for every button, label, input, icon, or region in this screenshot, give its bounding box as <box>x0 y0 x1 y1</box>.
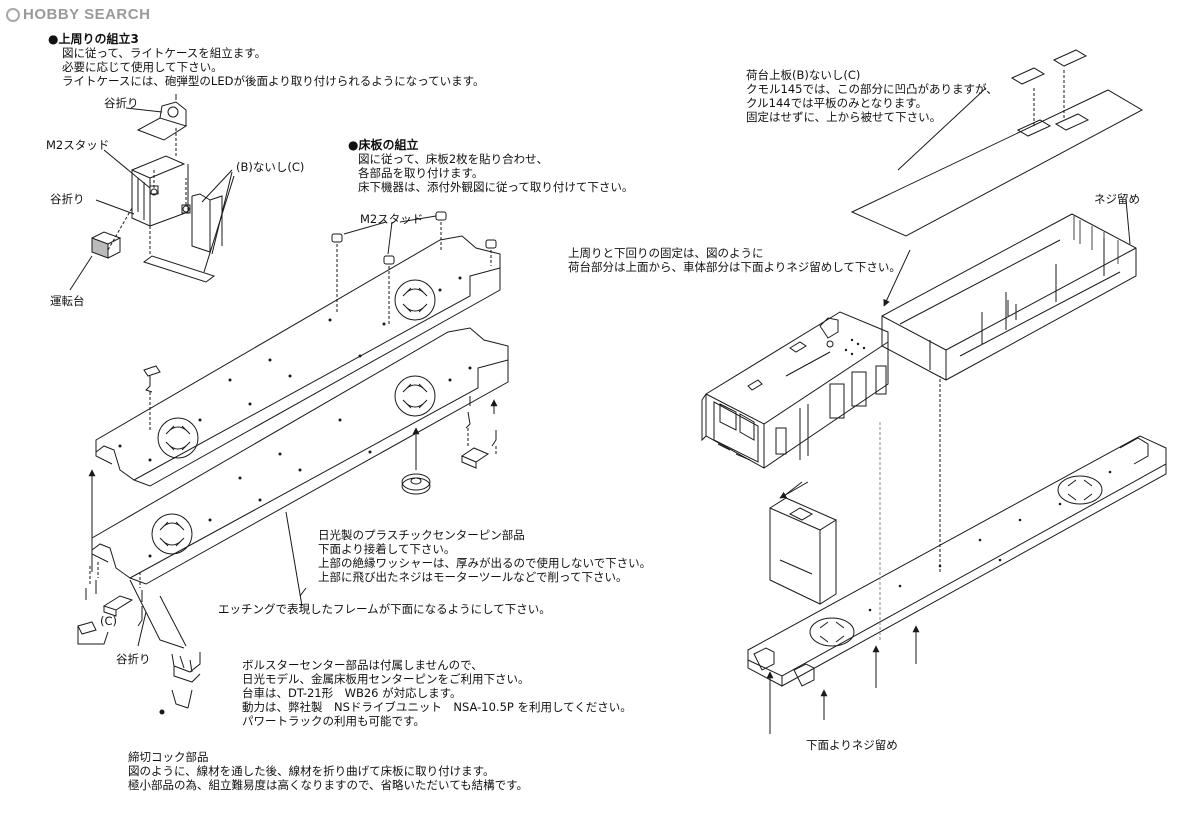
center-pin-line: 下面より接着して下さい。 <box>318 542 456 556</box>
valley-fold-label: 谷折り <box>116 652 151 666</box>
lower-left-parts <box>77 469 201 715</box>
hobby-search-logo-icon <box>6 8 20 22</box>
screw-label: ネジ留め <box>1094 192 1140 206</box>
cock-part-line: 極小部品の為、組立難易度は高くなりますので、省略いただいても結構です。 <box>128 778 528 792</box>
bolster-line: 日光モデル、金属床板用センターピンをご利用下さい。 <box>242 672 530 686</box>
floor-assembly-line: 床下機器は、添付外観図に従って取り付けて下さい。 <box>358 180 634 194</box>
center-pin-line: 日光製のプラスチックセンターピン部品 <box>318 528 525 542</box>
light-case-top-bracket <box>136 117 188 141</box>
fixing-note: 上周りと下回りの固定は、図のように 荷台部分は上面から、車体部分は下面よりネジ留… <box>568 246 901 274</box>
bogie-bracket-parts <box>143 365 496 469</box>
fixing-line: 荷台部分は上面から、車体部分は下面よりネジ留めして下さい。 <box>568 260 901 274</box>
floor-assembly-line: 図に従って、床板2枚を貼り合わせ、 <box>358 152 549 166</box>
luggage-plate-line: クル144では平板のみとなります。 <box>746 96 928 110</box>
light-case-strip <box>142 255 216 283</box>
center-pin-part <box>401 427 431 495</box>
fixing-line: 上周りと下回りの固定は、図のように <box>568 246 764 260</box>
upper-assembly-line: ライトケースには、砲弾型のLEDが後面より取り付けられるようになっています。 <box>62 74 485 88</box>
light-case-parts <box>69 94 235 291</box>
upper-assembly-line: 必要に応じて使用して下さい。 <box>62 60 223 74</box>
luggage-plate-note: 荷台上板(B)ないし(C) クモル145では、この部分に凹凸がありますが、 クル… <box>746 68 998 124</box>
etching-note: エッチングで表現したフレームが下面になるようにして下さい。 <box>218 602 551 616</box>
car-body <box>701 199 1137 605</box>
watermark-logo: HOBBY SEARCH <box>6 6 150 23</box>
screw-from-below-label: 下面よりネジ留め <box>806 738 898 752</box>
floor-assembly-title: ●床板の組立 <box>348 138 419 152</box>
bolster-line: 動力は、弊社製 NSドライブユニット NSA-10.5P を利用してください。 <box>242 700 632 714</box>
upper-floor-plate <box>95 235 501 487</box>
upper-assembly-section: ●上周りの組立3 図に従って、ライトケースを組立ます。 必要に応じて使用して下さ… <box>48 32 485 88</box>
cock-part-note: 締切コック部品 図のように、線材を通した後、線材を折り曲げて床板に取り付けます。… <box>128 750 528 792</box>
b-or-c-side-plate <box>191 195 223 253</box>
luggage-plate-line: 固定はせずに、上から被せて下さい。 <box>746 110 942 124</box>
valley-fold-label: 谷折り <box>50 192 85 206</box>
lower-floor-plate <box>91 327 509 585</box>
m2-stud-center-label: M2スタッド <box>360 212 424 226</box>
bolster-line: 台車は、DT-21形 WB26 が対応します。 <box>242 686 462 700</box>
light-case-body <box>131 169 151 227</box>
luggage-plate-line: クモル145では、この部分に凹凸がありますが、 <box>746 82 998 96</box>
upper-assembly-title: ●上周りの組立3 <box>48 32 139 46</box>
driver-seat-part <box>91 237 109 259</box>
center-pin-note: 日光製のプラスチックセンターピン部品 下面より接着して下さい。 上部の絶縁ワッシ… <box>318 528 651 584</box>
center-pin-line: 上部に飛び出たネジはモーターツールなどで削って下さい。 <box>318 570 628 584</box>
c-label: (C) <box>100 614 118 628</box>
floor-assembly-line: 各部品を取り付けます。 <box>358 166 484 180</box>
luggage-plate-line: 荷台上板(B)ないし(C) <box>746 68 861 82</box>
bolster-line: パワートラックの利用も可能です。 <box>242 714 425 728</box>
lower-frame-right <box>747 376 1167 734</box>
m2-studs <box>331 211 497 326</box>
driver-seat-label: 運転台 <box>50 294 85 308</box>
cock-part-line: 図のように、線材を通した後、線材を折り曲げて床板に取り付けます。 <box>128 764 495 778</box>
bolster-note: ボルスターセンター部品は付属しませんので、 日光モデル、金属床板用センターピンを… <box>242 658 632 728</box>
center-pin-line: 上部の絶縁ワッシャーは、厚みが出るので使用しないで下さい。 <box>318 556 652 570</box>
b-or-c-label: (B)ないし(C) <box>236 160 305 174</box>
luggage-top-plate <box>850 49 1144 237</box>
floor-assembly-section: ●床板の組立 図に従って、床板2枚を貼り合わせ、 各部品を取り付けます。 床下機… <box>348 138 633 194</box>
upper-assembly-line: 図に従って、ライトケースを組立ます。 <box>62 46 267 60</box>
cock-part-title: 締切コック部品 <box>128 750 209 764</box>
m2-stud-label: M2スタッド <box>46 138 110 152</box>
valley-fold-label: 谷折り <box>104 96 139 110</box>
bolster-line: ボルスターセンター部品は付属しませんので、 <box>242 658 483 672</box>
etching-leader <box>285 511 303 607</box>
